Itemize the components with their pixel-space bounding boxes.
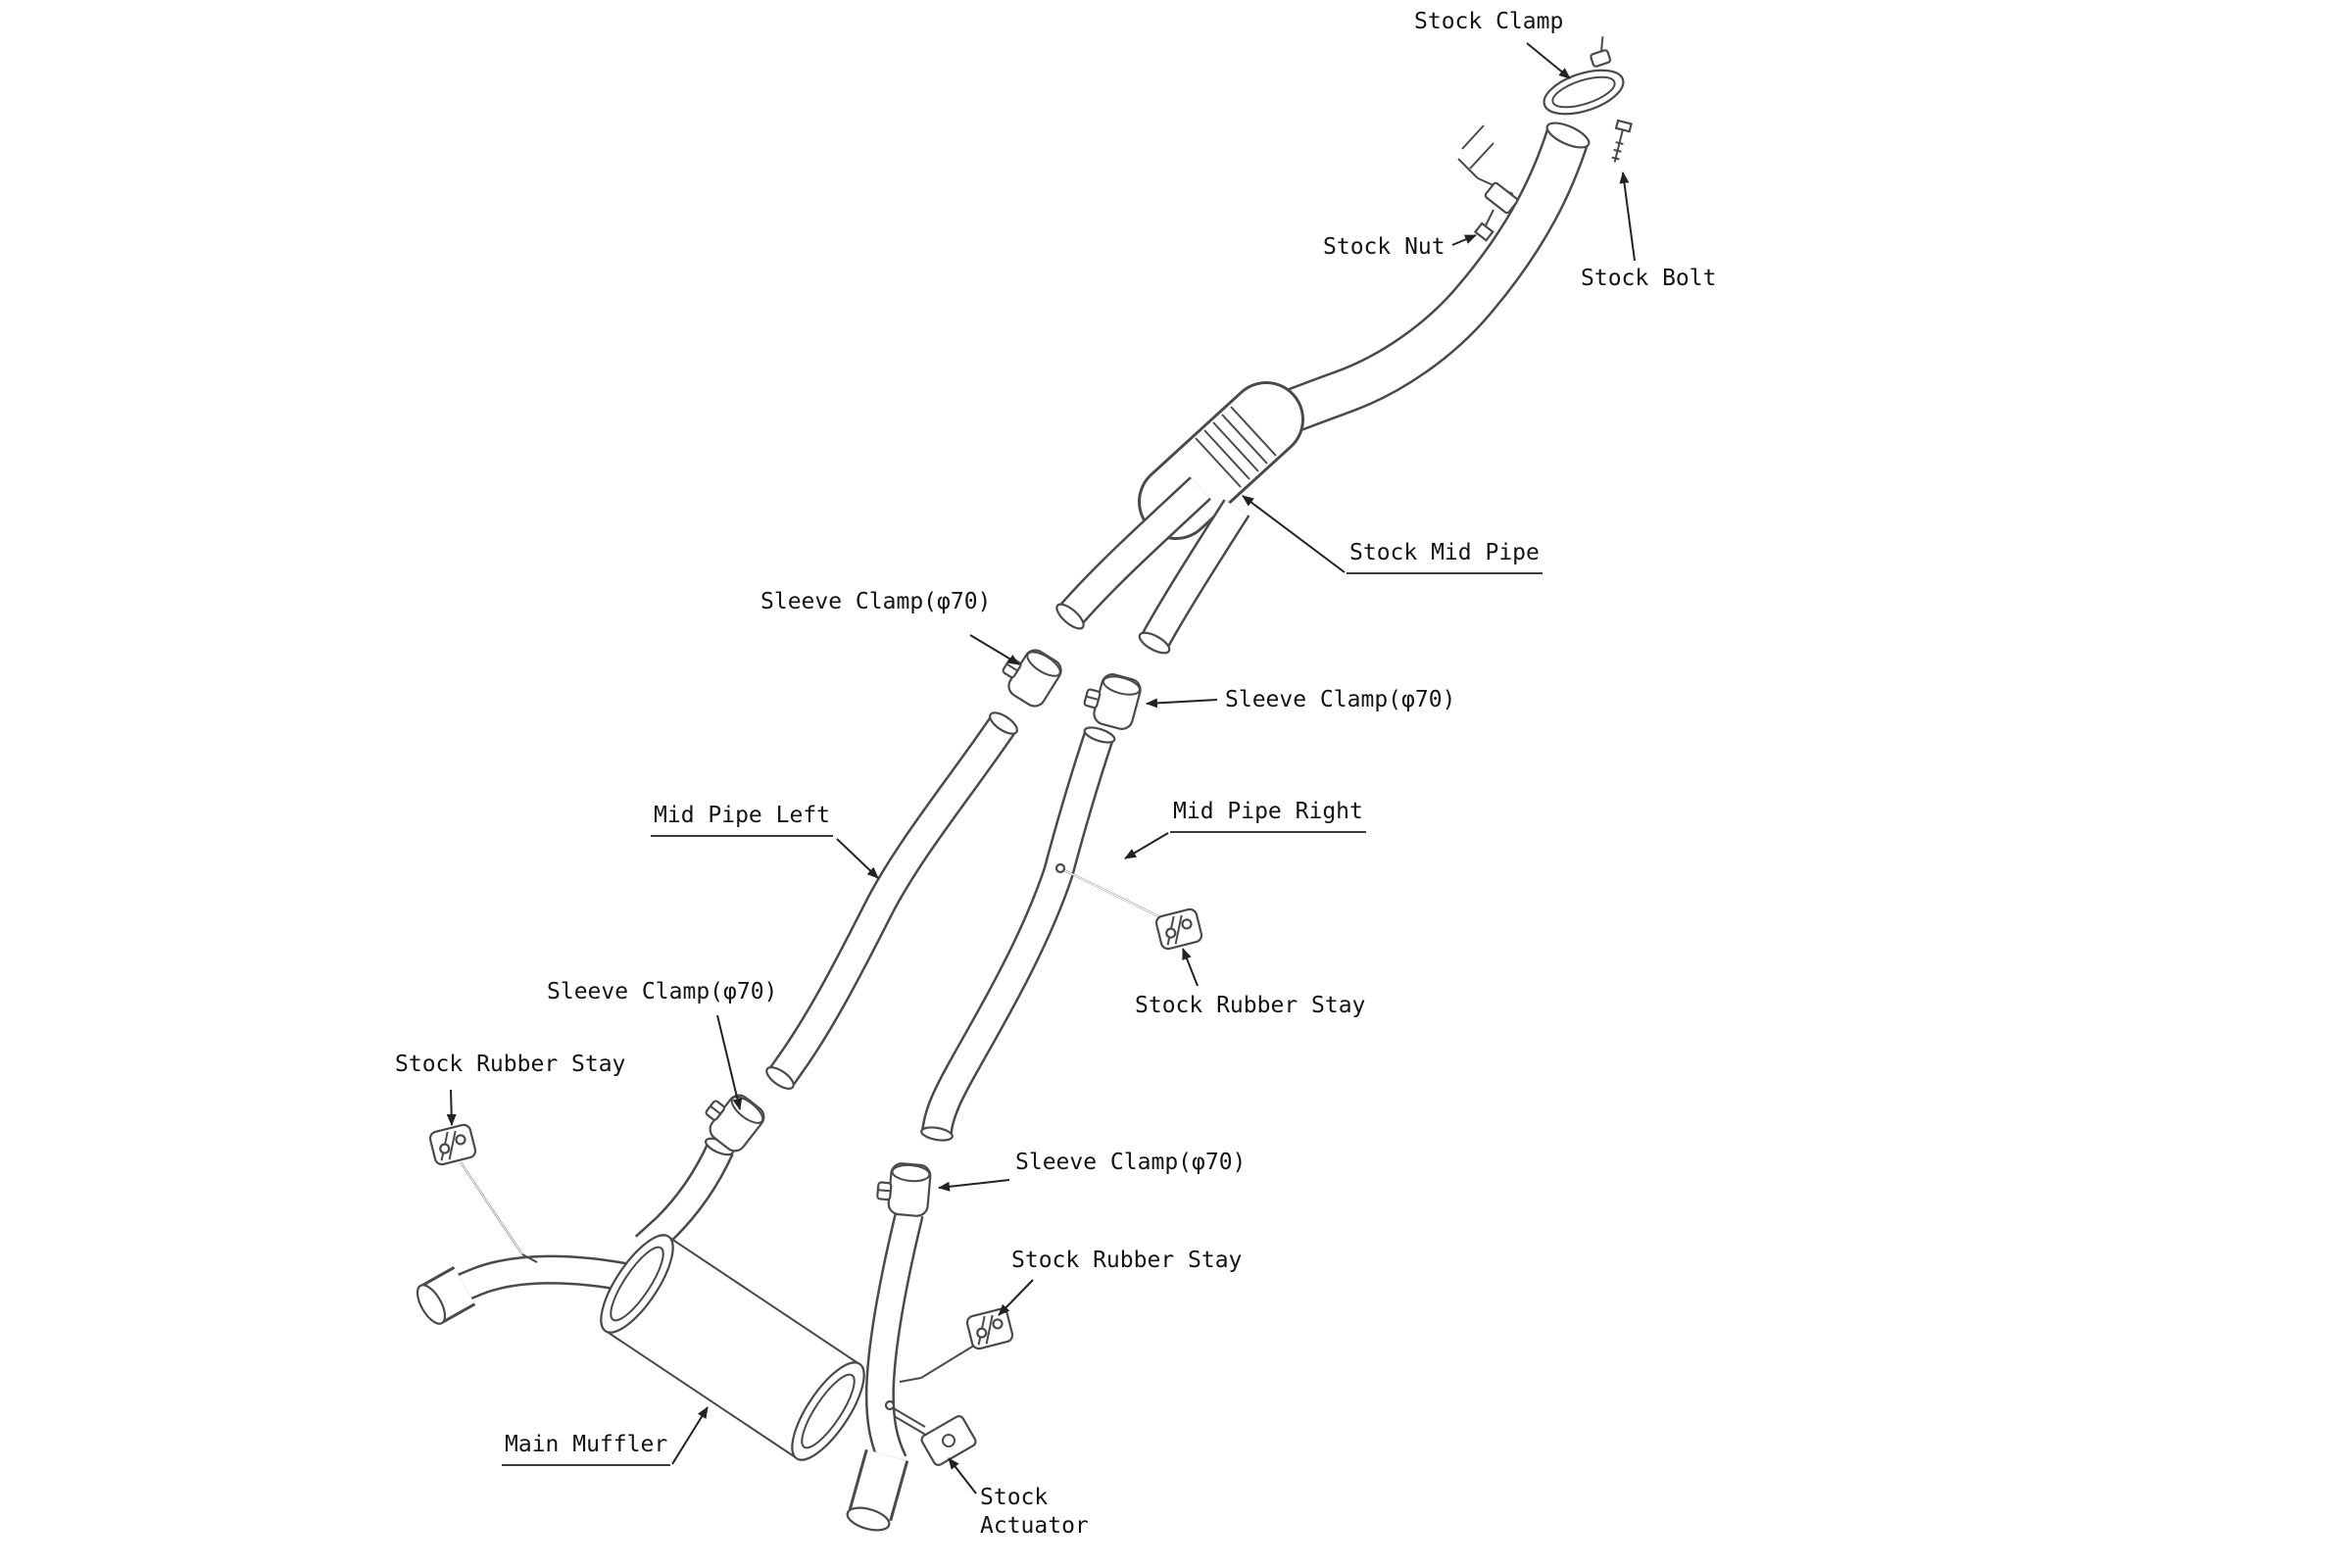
label-mid-pipe-left: Mid Pipe Left [651,802,834,837]
label-sleeve-clamp-bottom-right: Sleeve Clamp(φ70) [1015,1150,1247,1175]
label-main-muffler: Main Muffler [502,1431,671,1466]
label-stock-mid-pipe: Stock Mid Pipe [1347,539,1543,574]
label-sleeve-clamp-bottom-left: Sleeve Clamp(φ70) [547,979,778,1004]
stock-rubber-stay-bottom-drawing [899,1306,1015,1383]
flex-section-hatch [1195,406,1277,488]
mid-pipe-right-drawing [920,726,1165,1142]
stock-clamp-drawing [1543,36,1625,116]
label-sleeve-clamp-top-left: Sleeve Clamp(φ70) [760,589,992,614]
stock-rubber-stay-right-drawing [1153,906,1204,952]
label-stock-nut: Stock Nut [1323,234,1446,260]
label-stock-rubber-stay-bottom: Stock Rubber Stay [1011,1248,1243,1273]
sleeve-clamp-top-left-drawing [993,638,1066,711]
label-stock-actuator-line1: Stock [980,1485,1049,1510]
label-mid-pipe-right: Mid Pipe Right [1170,798,1366,833]
label-stock-actuator: Stock Actuator [980,1484,1089,1541]
leader-arrows [446,42,1636,1494]
stock-bolt-drawing [1611,119,1633,163]
label-stock-actuator-line2: Actuator [980,1512,1089,1539]
sleeve-clamp-bottom-right-drawing [874,1160,933,1218]
stock-rubber-stay-left-drawing [427,1122,538,1263]
main-muffler-drawing [416,1137,924,1532]
stock-actuator-drawing [884,1399,977,1466]
stock-mid-pipe-drawing [1055,122,1591,655]
label-stock-clamp: Stock Clamp [1414,9,1564,34]
label-sleeve-clamp-top-right: Sleeve Clamp(φ70) [1225,687,1456,712]
label-stock-rubber-stay-left: Stock Rubber Stay [395,1052,626,1077]
stock-nut-bracket-drawing [1457,124,1519,242]
sleeve-clamp-top-right-drawing [1079,667,1145,733]
label-stock-bolt: Stock Bolt [1581,266,1717,291]
label-stock-rubber-stay-right: Stock Rubber Stay [1135,993,1366,1018]
mid-pipe-left-drawing [765,711,1018,1090]
